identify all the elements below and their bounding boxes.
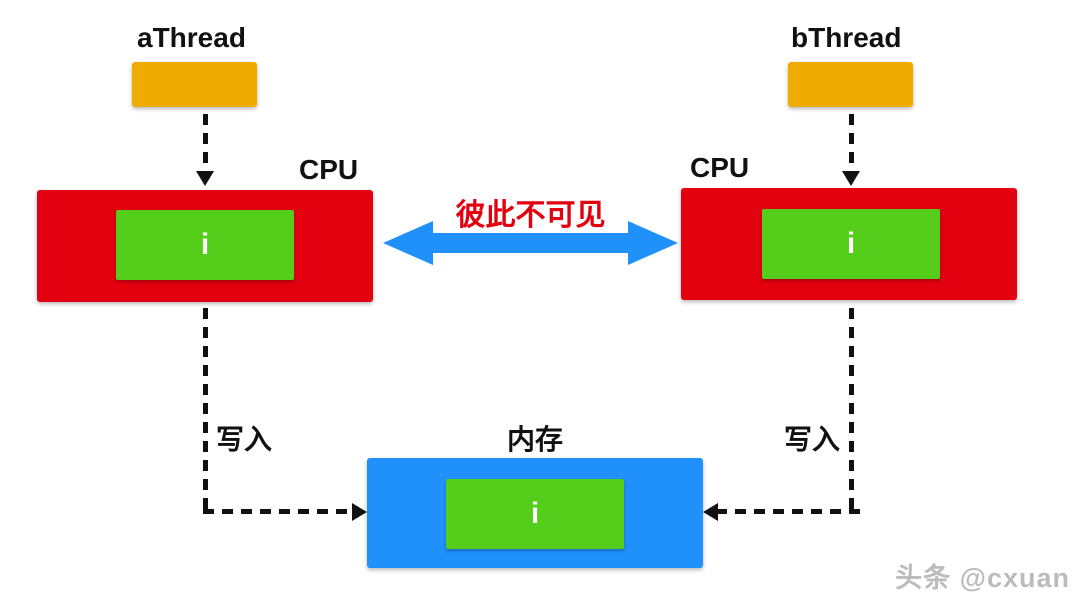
cpu-right-cache-variable: i — [762, 209, 940, 279]
memory-variable-value: i — [530, 497, 540, 530]
bthread-to-cpu-dashed-line — [849, 114, 854, 170]
memory-right-arrowhead-icon — [703, 503, 718, 521]
write-right-label: 写入 — [784, 424, 841, 455]
memory-left-arrowhead-icon — [352, 503, 367, 521]
arrow-right-head-icon — [628, 221, 678, 265]
arrow-left-head-icon — [383, 221, 433, 265]
memory-label: 内存 — [507, 424, 564, 455]
cpu-right-to-memory-hline — [716, 509, 865, 514]
cpu-left-to-memory-vline — [203, 308, 208, 512]
athread-to-cpu-arrowhead-icon — [196, 171, 214, 186]
cpu-left-to-memory-hline — [203, 509, 353, 514]
cpu-right-variable-value: i — [846, 227, 856, 260]
write-left-label: 写入 — [216, 424, 273, 455]
arrow-shaft — [427, 233, 634, 253]
cpu-left-label: CPU — [299, 154, 359, 185]
cpu-right-label: CPU — [690, 152, 750, 183]
cpu-right-to-memory-vline — [849, 308, 854, 512]
cpu-left-variable-value: i — [200, 228, 210, 261]
bthread-box — [788, 62, 913, 107]
watermark: 头条 @cxuan — [895, 563, 1070, 593]
athread-box — [132, 62, 257, 107]
memory-variable: i — [446, 479, 624, 549]
cpu-left-cache-variable: i — [116, 210, 294, 280]
bthread-to-cpu-arrowhead-icon — [842, 171, 860, 186]
bthread-label: bThread — [791, 22, 902, 53]
athread-to-cpu-dashed-line — [203, 114, 208, 170]
athread-label: aThread — [137, 22, 246, 53]
mutual-invisible-arrow-icon — [383, 221, 678, 265]
invisible-label: 彼此不可见 — [455, 199, 606, 232]
